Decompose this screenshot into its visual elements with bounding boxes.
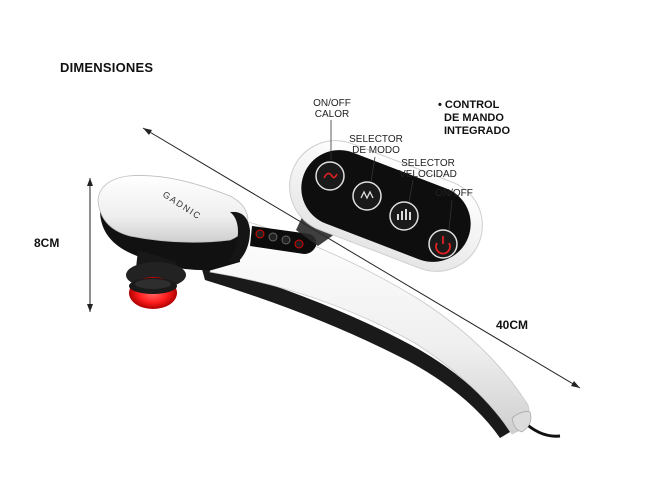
length-dimension-label: 40CM: [496, 318, 529, 332]
label-control-integrado: • CONTROL DE MANDO INTEGRADO: [438, 99, 510, 137]
control-panel-zoom: [289, 140, 483, 272]
label-selector-velocidad: SELECTOR VELOCIDAD: [399, 158, 457, 180]
page-title: DIMENSIONES: [60, 60, 154, 75]
height-dimension-line: [87, 178, 93, 312]
label-onoff: ON/OFF: [435, 188, 473, 199]
handle-underside: [200, 262, 510, 438]
speed-button-icon: [389, 201, 419, 231]
body-control-strip: [250, 226, 317, 254]
label-selector-modo: SELECTOR DE MODO: [349, 134, 403, 156]
mode-button-icon: [352, 181, 382, 211]
height-dimension-label: 8CM: [34, 236, 60, 250]
head-shell: [97, 175, 249, 243]
length-dimension-line: [142, 127, 581, 389]
label-onoff-calor: ON/OFF CALOR: [313, 98, 351, 120]
power-button-icon: [428, 229, 458, 259]
heat-button-icon: [315, 161, 345, 191]
